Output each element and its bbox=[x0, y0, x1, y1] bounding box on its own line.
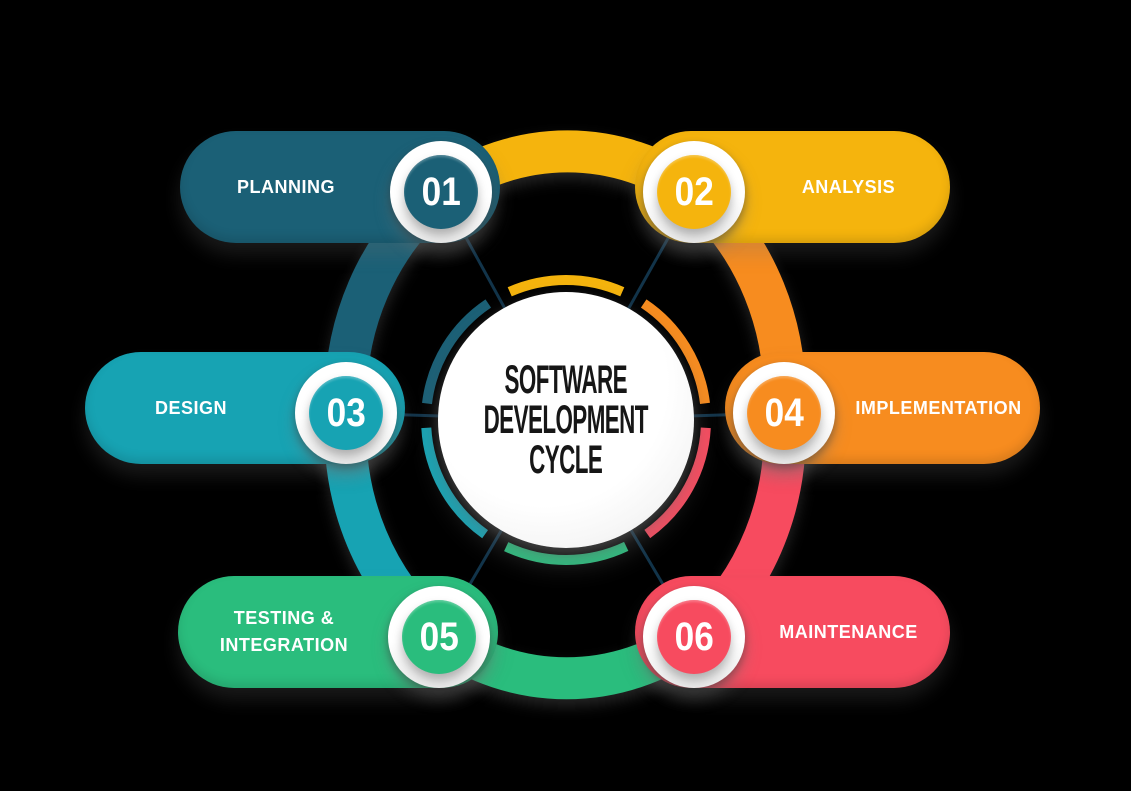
stage-badge-inner: 06 bbox=[657, 600, 731, 674]
stage-number-analysis: 02 bbox=[674, 169, 714, 214]
stage-label-maintenance: MAINTENANCE bbox=[779, 621, 918, 642]
stage-number-implementation: 04 bbox=[764, 390, 804, 435]
inner-arc-implementation bbox=[640, 299, 710, 405]
title-line-1: SOFTWARE bbox=[504, 358, 628, 402]
stage-badge-analysis: 02 bbox=[643, 141, 745, 243]
inner-arc-analysis bbox=[507, 274, 625, 297]
stage-badge-maintenance: 06 bbox=[643, 586, 745, 688]
stage-badge-inner: 03 bbox=[309, 376, 383, 450]
center-circle: SOFTWARE DEVELOPMENT CYCLE bbox=[438, 292, 694, 548]
stage-badge-design: 03 bbox=[295, 362, 397, 464]
stage-badge-inner: 05 bbox=[402, 600, 476, 674]
stage-badge-inner: 01 bbox=[404, 155, 478, 229]
inner-ring bbox=[421, 274, 711, 565]
diagram-title: SOFTWARE DEVELOPMENT CYCLE bbox=[483, 358, 649, 482]
stage-pill-testing-integration: TESTING & INTEGRATION 05 bbox=[178, 576, 498, 688]
stage-number-design: 03 bbox=[326, 390, 366, 435]
stage-number-maintenance: 06 bbox=[674, 614, 714, 659]
title-line-3: CYCLE bbox=[529, 438, 603, 482]
stage-pill-maintenance: MAINTENANCE 06 bbox=[635, 576, 950, 688]
inner-arc-maintenance bbox=[644, 427, 711, 539]
stage-badge-inner: 04 bbox=[747, 376, 821, 450]
stage-label-implementation: IMPLEMENTATION bbox=[855, 397, 1022, 418]
stage-label-testing-integration: TESTING & INTEGRATION bbox=[219, 608, 349, 655]
inner-arc-planning bbox=[422, 299, 492, 405]
stage-badge-implementation: 04 bbox=[733, 362, 835, 464]
stage-label-analysis: ANALYSIS bbox=[801, 176, 896, 197]
stage-label-design: DESIGN bbox=[154, 397, 227, 418]
stage-badge-inner: 02 bbox=[657, 155, 731, 229]
title-line-2: DEVELOPMENT bbox=[483, 398, 649, 442]
stage-pill-design: DESIGN 03 bbox=[85, 352, 405, 464]
stage-pill-analysis: ANALYSIS 02 bbox=[635, 131, 950, 243]
stage-pill-planning: PLANNING 01 bbox=[180, 131, 500, 243]
inner-arc-design bbox=[421, 427, 489, 539]
stage-pill-implementation: IMPLEMENTATION 04 bbox=[725, 352, 1040, 464]
stage-badge-planning: 01 bbox=[390, 141, 492, 243]
stage-number-testing-integration: 05 bbox=[419, 614, 459, 659]
stage-badge-testing-integration: 05 bbox=[388, 586, 490, 688]
stage-label-planning: PLANNING bbox=[237, 176, 335, 197]
stage-number-planning: 01 bbox=[421, 169, 461, 214]
inner-arc-testing bbox=[504, 541, 629, 565]
